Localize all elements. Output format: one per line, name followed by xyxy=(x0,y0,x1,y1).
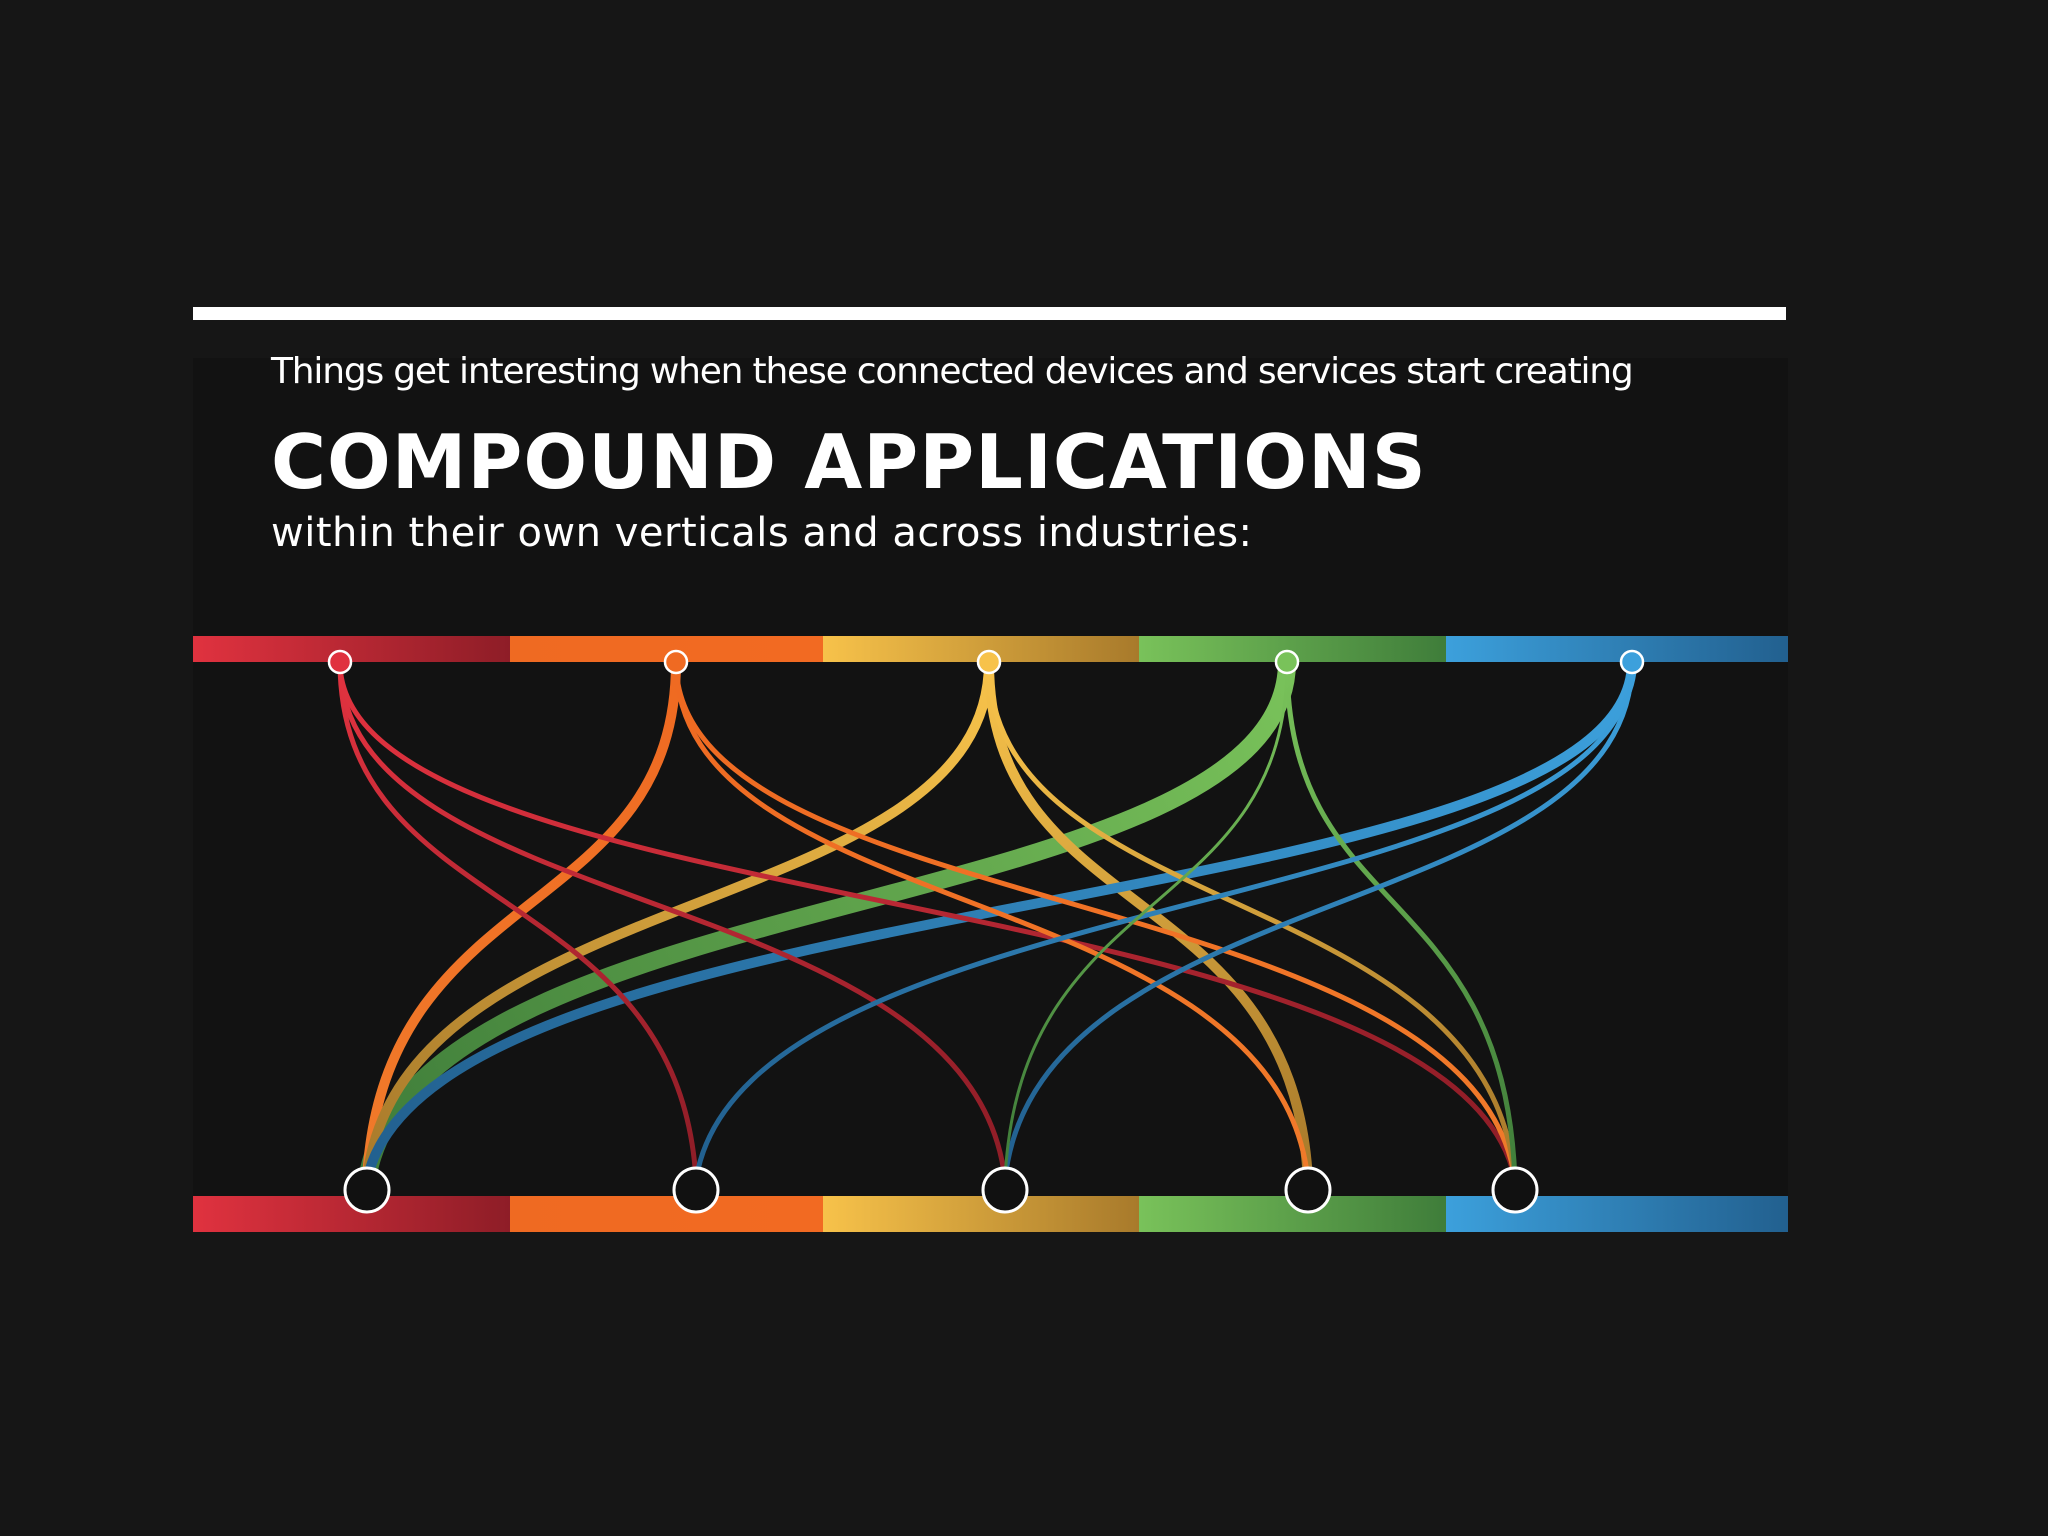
top-node-blue xyxy=(1619,649,1645,675)
top-bar-segment-blue xyxy=(1446,636,1788,662)
top-nodes xyxy=(327,649,1645,675)
link-green-to-3 xyxy=(1003,660,1289,1182)
link-blue-to-1 xyxy=(362,657,1637,1185)
bottom-bar-segment-orange xyxy=(510,1196,823,1232)
top-node-orange xyxy=(663,649,689,675)
bottom-bar-segment-yellow xyxy=(823,1196,1139,1232)
link-orange-to-5 xyxy=(673,659,1518,1183)
subtitle-text: within their own verticals and across in… xyxy=(271,510,1253,556)
link-green-to-5 xyxy=(1284,659,1518,1183)
top-rule xyxy=(193,307,1786,320)
intro-text: Things get interesting when these connec… xyxy=(271,351,1634,392)
bottom-node-2 xyxy=(672,1166,720,1214)
top-node-yellow xyxy=(976,649,1002,675)
link-blue-to-3 xyxy=(1002,659,1635,1183)
link-blue-to-2 xyxy=(693,659,1635,1183)
page-title: COMPOUND APPLICATIONS xyxy=(271,418,1427,506)
link-red-to-2 xyxy=(337,659,699,1183)
link-orange-to-1 xyxy=(362,657,681,1185)
bottom-node-5 xyxy=(1491,1166,1539,1214)
link-green-to-1 xyxy=(358,653,1296,1189)
bottom-node-1 xyxy=(343,1166,391,1214)
bottom-nodes xyxy=(343,1166,1539,1214)
link-red-to-3 xyxy=(337,659,1008,1183)
link-red-to-5 xyxy=(337,659,1518,1183)
top-node-green xyxy=(1274,649,1300,675)
top-bar-segment-red xyxy=(193,636,510,662)
bottom-node-3 xyxy=(981,1166,1029,1214)
link-orange-to-4 xyxy=(673,659,1311,1183)
link-yellow-to-4 xyxy=(984,657,1313,1185)
bottom-node-4 xyxy=(1284,1166,1332,1214)
connection-links xyxy=(337,653,1637,1189)
link-yellow-to-5 xyxy=(986,659,1518,1183)
top-node-red xyxy=(327,649,353,675)
link-yellow-to-1 xyxy=(362,657,994,1185)
